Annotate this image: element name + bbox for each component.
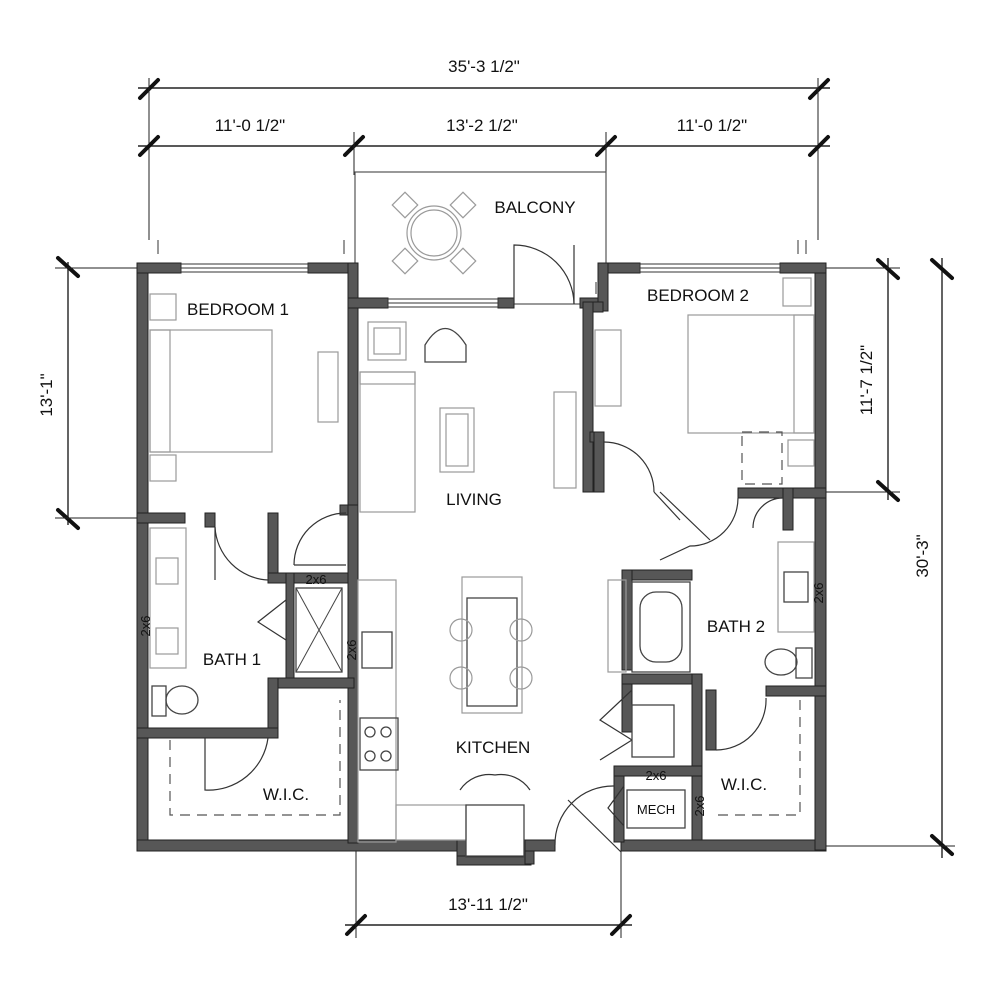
room-label-wic-left: W.I.C. [263,785,309,804]
bedroom1-furniture [149,293,339,482]
bedroom2-furniture [594,277,815,485]
dim-left-width: 11'-0 1/2" [215,116,285,135]
doors [204,244,784,853]
room-label-living: LIVING [446,490,502,509]
room-label-wic-right: W.I.C. [721,775,767,794]
dim-right-upper-depth: 11'-7 1/2" [857,345,876,415]
dim-right-overall-depth: 30'-3" [913,534,932,577]
room-label-bedroom1: BEDROOM 1 [187,300,289,319]
dim-overall-width: 35'-3 1/2" [448,57,520,76]
room-label-mech: MECH [637,802,675,817]
stud-note-bath1-left: 2x6 [138,616,153,637]
bath1-fixtures [149,527,343,717]
room-label-kitchen: KITCHEN [456,738,531,757]
dim-bottom-width: 13'-11 1/2" [448,895,528,914]
pantry-fixture [631,704,675,758]
room-label-bedroom2: BEDROOM 2 [647,286,749,305]
dim-center-width: 13'-2 1/2" [446,116,518,135]
balcony-area [354,171,607,305]
living-furniture [359,321,577,513]
windows [180,263,781,308]
dimension-lines [55,78,955,938]
mech-unit [626,789,686,829]
room-label-balcony: BALCONY [494,198,575,217]
wic-right-shelving [716,700,801,816]
walls [136,262,827,866]
wic-left-shelving [169,700,341,816]
stud-note-bath1-top: 2x6 [306,572,327,587]
stud-note-bath2-right: 2x6 [811,583,826,604]
stud-note-bath1-right: 2x6 [344,640,359,661]
dim-right-width: 11'-0 1/2" [677,116,747,135]
room-label-bath1: BATH 1 [203,650,261,669]
kitchen-fixtures [357,576,533,858]
room-label-bath2: BATH 2 [707,617,765,636]
stud-note-mech-top: 2x6 [646,768,667,783]
bath2-fixtures [607,541,815,679]
stud-note-mech-right: 2x6 [692,796,707,817]
dim-left-depth: 13'-1" [37,373,56,416]
vent-symbols [157,240,807,294]
